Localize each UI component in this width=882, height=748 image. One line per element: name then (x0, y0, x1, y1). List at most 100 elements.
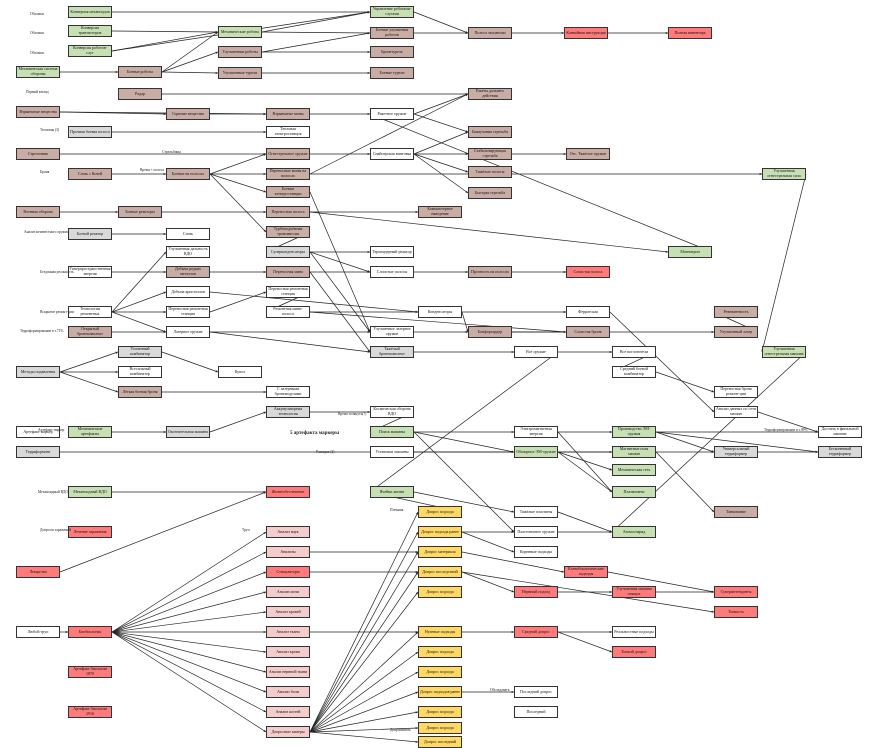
tech-node-n68[interactable]: Методы подавления (16, 366, 60, 378)
tech-node-n73[interactable]: С лазерными бронемодулями (266, 386, 310, 398)
tech-node-n19[interactable]: Горючие вещества (166, 108, 210, 120)
tech-node-n36[interactable]: Боевые электростанции (266, 186, 310, 198)
tech-node-n6[interactable]: Механические роботы (218, 26, 262, 38)
tech-node-n143[interactable]: Ревенантность (714, 306, 758, 318)
tech-node-n124[interactable]: Допрос последствий (418, 566, 462, 578)
tech-node-n44[interactable]: Магнитрон (668, 246, 712, 258)
tech-node-n50[interactable]: Переносная мина (266, 266, 310, 278)
tech-node-n64[interactable]: Бонфорхардер (468, 326, 512, 338)
tech-node-n135[interactable]: Допрос подхода (418, 666, 462, 678)
tech-node-n113[interactable]: Анализ боли (266, 686, 310, 698)
tech-node-n57[interactable]: Переносная ремонтная станция (266, 286, 310, 298)
tech-node-n46[interactable]: Улучшенная дальность ВДО (166, 246, 210, 258)
tech-node-n27[interactable]: Снайперская винтовка (370, 148, 414, 160)
tech-node-n30[interactable]: Слизь с Кочей (68, 168, 112, 180)
tech-node-n137[interactable]: Последний допрос (514, 686, 558, 698)
tech-node-n142[interactable]: Последний (514, 706, 558, 718)
tech-node-n102[interactable]: Пластинчатое оружие (514, 526, 558, 538)
tech-node-n125[interactable]: Допрос подхода (418, 586, 462, 598)
tech-node-n119[interactable]: Допросные камеры (266, 726, 310, 738)
tech-node-n85[interactable]: Терраформинг (16, 446, 60, 458)
tech-node-n127[interactable]: Улучшенная машина спящих (612, 586, 656, 598)
tech-node-n14[interactable]: Конвойная инструкция (564, 27, 608, 39)
tech-node-n75[interactable]: Все поглотители (612, 346, 656, 358)
tech-node-n144[interactable]: Улучшенная огнестрельная машина (762, 346, 806, 358)
tech-node-n98[interactable]: Плазмомечи (612, 486, 656, 498)
tech-node-n120[interactable]: Допрос подхода (418, 506, 462, 518)
tech-node-n90[interactable]: Бесконечный терраформер (818, 446, 862, 458)
tech-node-n22[interactable]: Прочная боевая полоса (68, 126, 112, 138)
tech-node-n2[interactable]: Конверсия транзисторов (68, 25, 112, 37)
tech-node-n17[interactable]: Ракеты дальнего действия (468, 88, 512, 100)
tech-node-n92[interactable]: Обширное ЭМ-оружие (514, 446, 558, 458)
tech-node-n9[interactable]: Управление роботами-слугами (370, 6, 414, 18)
tech-node-n15[interactable]: Полная инвентарь (668, 27, 712, 39)
tech-node-n25[interactable]: Стрелочник (16, 148, 60, 160)
tech-node-n65[interactable]: Улучшенный лазер (714, 326, 758, 338)
tech-node-n41[interactable]: Боевой реактор (68, 228, 112, 240)
tech-node-n89[interactable]: Универсальный терраформер (714, 446, 758, 458)
tech-node-n95[interactable]: Механоидный ВДО (68, 486, 112, 498)
tech-node-n107[interactable]: Стимуляторы (266, 566, 310, 578)
tech-node-n34[interactable]: Быстрая стрельба (468, 187, 512, 199)
tech-node-n96[interactable]: Жизнеобеспечение (266, 486, 310, 498)
tech-node-n7[interactable]: Улучшенные роботы (218, 46, 262, 58)
tech-node-n94[interactable]: Механическая сеть (612, 464, 656, 476)
tech-node-n61[interactable]: Открытый бронекомплект (68, 326, 112, 338)
tech-node-n60[interactable]: Ферратская (566, 306, 610, 318)
tech-node-n11[interactable]: Бронетурель (370, 46, 414, 58)
tech-node-n78[interactable]: Артефакт маркер (16, 426, 60, 438)
tech-node-n115[interactable]: Биобиология (68, 626, 112, 638)
tech-node-n130[interactable]: Нулевые подходы (418, 626, 462, 638)
tech-node-n26[interactable]: Огнестрельное оружие (266, 148, 310, 160)
tech-node-n53[interactable]: Слоистая полоса (566, 266, 610, 278)
tech-node-n55[interactable]: Технологии ремонтных (68, 306, 112, 318)
tech-node-n91[interactable]: Установки машины (370, 446, 414, 458)
tech-node-n141[interactable]: Допрос последний (418, 736, 462, 748)
tech-node-n54[interactable]: Добыча кристаллов (166, 286, 210, 298)
tech-node-n129[interactable]: Тонкость (714, 606, 758, 618)
tech-node-n86[interactable]: Поиск машины (370, 426, 414, 438)
tech-node-n20[interactable]: Взрывчатые мины (266, 108, 310, 120)
tech-node-n16[interactable]: Радар (118, 88, 162, 100)
tech-node-n13[interactable]: Полоса экспансии (468, 27, 512, 39)
tech-node-n138[interactable]: Допрос подхода (418, 706, 462, 718)
tech-node-n81[interactable]: Аккумуляторная технология (266, 406, 310, 418)
tech-node-n136[interactable]: Допрос подходов ранее (418, 686, 462, 698)
tech-node-n133[interactable]: Допрос подхода (418, 646, 462, 658)
tech-node-n105[interactable]: Анализ наук (266, 526, 310, 538)
tech-node-n82[interactable]: Космическая оборона ВДО (370, 406, 414, 418)
tech-node-n131[interactable]: Средний допрос (514, 626, 558, 638)
tech-node-n67[interactable]: Тяжёлый бронекомплект (370, 346, 414, 358)
tech-node-n48[interactable]: Термоядерный реактор (370, 246, 414, 258)
tech-node-n52[interactable]: Прочность на полосах (468, 266, 512, 278)
tech-node-n49[interactable]: Добыча редких металлов (166, 266, 210, 278)
tech-node-n80[interactable]: Окончательная машина (166, 426, 210, 438)
tech-node-n83[interactable]: Анализ данных по сети машин (714, 406, 758, 418)
tech-node-n87[interactable]: Электромагнитная энергия (514, 426, 558, 438)
tech-node-n66[interactable]: Слоистая броня (566, 326, 610, 338)
tech-node-n123[interactable]: Корневые подходы (514, 546, 558, 558)
tech-node-n103[interactable]: Атомоснаряд (612, 526, 656, 538)
tech-node-n128[interactable]: Суперинтенданты (714, 586, 758, 598)
tech-node-n104[interactable]: Лекарства (16, 566, 60, 578)
tech-node-n12[interactable]: Боевые турели (370, 67, 414, 79)
tech-node-n24[interactable]: Бикаучания стрельба (468, 126, 512, 138)
tech-node-n59[interactable]: Конденсаторы (418, 306, 462, 318)
tech-node-n38[interactable]: Боевые реакторы (118, 206, 162, 218)
tech-node-n77[interactable]: Переносная броня ремонт-ция (714, 386, 758, 398)
tech-node-n139[interactable]: Допрос подхода (418, 722, 462, 734)
tech-node-n33[interactable]: Тяжёлые полосы (468, 166, 512, 178)
tech-node-n121[interactable]: Допрос подхода ранее (418, 526, 462, 538)
tech-node-n35[interactable]: Улучшенная огнестрельная сила (762, 168, 806, 180)
tech-node-n134[interactable]: Тонкий допрос (612, 646, 656, 658)
tech-node-n47[interactable]: Суперконденсаторы (266, 246, 310, 258)
tech-node-n97[interactable]: Ячейки жизни (370, 486, 414, 498)
tech-node-n106[interactable]: Анализы (266, 546, 310, 558)
tech-node-n40[interactable]: Компьютерное наведение (418, 206, 462, 218)
tech-node-n118[interactable]: Артефакт биологии 2916 (68, 706, 112, 718)
tech-node-n116[interactable]: Любой труп (16, 626, 60, 638)
tech-node-n3[interactable]: Конверсия роботов-слуг (68, 45, 112, 57)
tech-node-n45[interactable]: Гиперпространственная энергия (68, 266, 112, 278)
tech-node-n109[interactable]: Анализ кровей (266, 606, 310, 618)
